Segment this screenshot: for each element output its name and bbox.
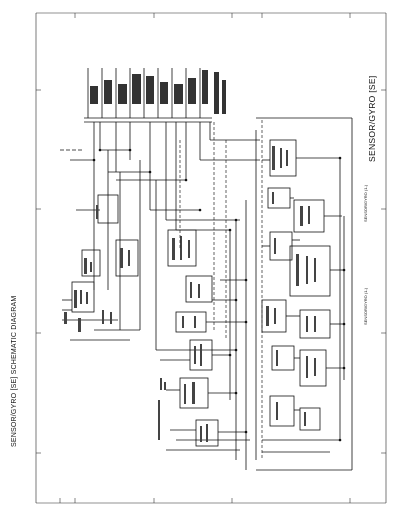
middle-labels	[158, 236, 208, 442]
board-label: SENSOR/GYRO [SE]	[367, 75, 377, 162]
right-board	[255, 117, 353, 471]
zone-ticks	[36, 13, 386, 503]
middle-components	[156, 200, 250, 470]
dashed-signals	[179, 120, 263, 460]
reference-label-left: SENSOR/GYRO (1-)	[363, 287, 368, 325]
diagram-title: SENSOR/GYRO [SE] SCHEMATIC DIAGRAM	[11, 295, 18, 447]
reference-label-right: SENSOR/GYRO (1-)	[363, 184, 368, 222]
connector-pin-labels	[90, 70, 226, 114]
connector-block	[84, 68, 212, 123]
sheet-border	[35, 12, 387, 504]
left-ic-cluster	[62, 194, 140, 341]
right-labels	[266, 146, 316, 426]
junction-dots	[92, 148, 346, 442]
left-ic-labels	[64, 205, 130, 332]
